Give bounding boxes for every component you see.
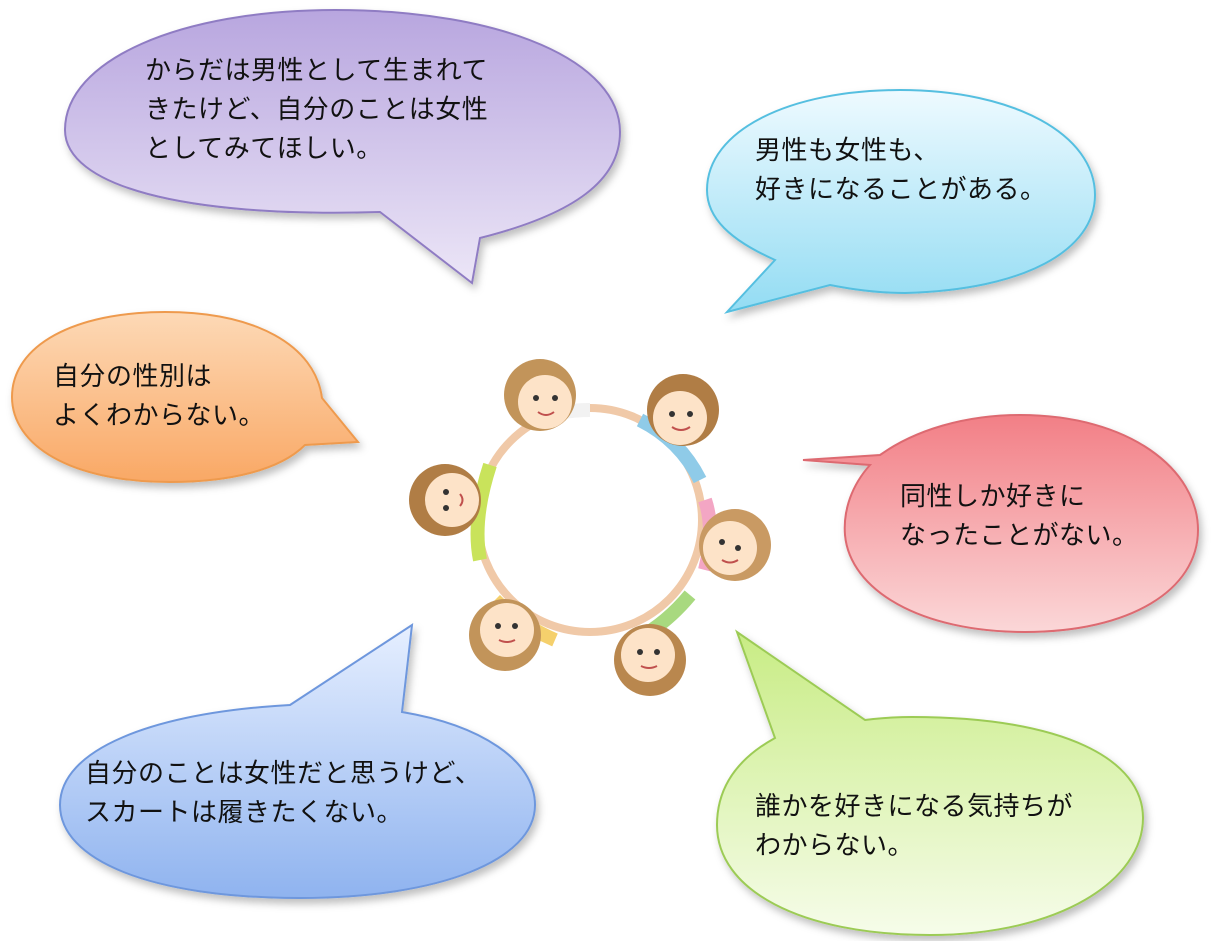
child-head xyxy=(409,464,481,536)
blue-bubble-text: 自分のことは女性だと思うけど、 スカートは履きたくない。 xyxy=(85,755,481,833)
orange-bubble-text: 自分の性別は よくわからない。 xyxy=(53,358,265,436)
text-line: からだは男性として生まれて xyxy=(145,56,488,86)
children-holding-hands-circle-icon xyxy=(409,359,771,696)
text-line: 男性も女性も、 xyxy=(755,136,940,166)
cyan-bubble-text: 男性も女性も、 好きになることがある。 xyxy=(755,132,1047,210)
text-line: 自分のことは女性だと思うけど、 xyxy=(85,759,482,789)
text-line: よくわからない。 xyxy=(53,401,266,431)
red-bubble-text: 同性しか好きに なったことがない。 xyxy=(900,478,1139,556)
purple-bubble-text: からだは男性として生まれて きたけど、自分のことは女性 としてみてほしい。 xyxy=(145,52,488,169)
child-head xyxy=(504,359,576,431)
text-line: 同性しか好きに xyxy=(900,482,1086,512)
green-bubble-text: 誰かを好きになる気持ちが わからない。 xyxy=(755,788,1073,866)
text-line: 誰かを好きになる気持ちが xyxy=(755,792,1074,822)
speech-bubble-blue xyxy=(58,622,537,900)
text-line: わからない。 xyxy=(755,831,915,861)
child-head xyxy=(647,374,719,446)
text-line: としてみてほしい。 xyxy=(145,134,383,164)
child-head xyxy=(469,599,541,671)
text-line: きたけど、自分のことは女性 xyxy=(145,95,489,125)
speech-bubble-cyan xyxy=(705,88,1097,314)
text-line: スカートは履きたくない。 xyxy=(85,798,404,828)
text-line: 好きになることがある。 xyxy=(755,175,1047,205)
text-line: なったことがない。 xyxy=(900,521,1139,551)
speech-bubble-orange xyxy=(10,310,361,484)
text-line: 自分の性別は xyxy=(53,362,213,392)
child-head xyxy=(614,624,686,696)
speech-bubble-purple xyxy=(63,8,622,285)
speech-bubble-red xyxy=(802,413,1200,634)
child-head xyxy=(699,509,771,581)
speech-bubble-green xyxy=(715,629,1145,937)
